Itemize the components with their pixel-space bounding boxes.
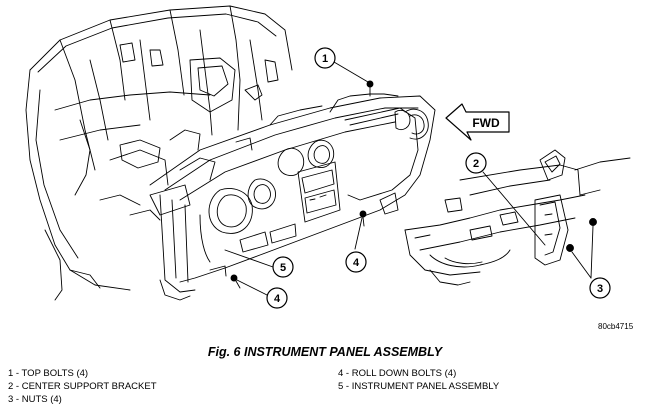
callout-label-3: 3 (597, 283, 603, 295)
callout-label-4b: 4 (274, 293, 281, 305)
legend-item: 4 - ROLL DOWN BOLTS (4) (338, 368, 457, 379)
legend-left-column: 1 - TOP BOLTS (4) 2 - CENTER SUPPORT BRA… (8, 367, 157, 406)
callout-circle-5 (272, 256, 294, 278)
forward-label: FWD (472, 116, 500, 130)
callout-circle-4b (266, 287, 288, 309)
forward-arrow (445, 103, 510, 141)
legend-item: 1 - TOP BOLTS (4) (8, 368, 89, 379)
callout-circle-1 (314, 47, 336, 69)
callout-label-5: 5 (280, 262, 286, 274)
legend-item: 3 - NUTS (4) (8, 394, 62, 405)
instrument-panel (149, 93, 436, 301)
callout-circle-2 (465, 152, 487, 174)
fasteners (230, 80, 597, 282)
figure-reference-code: 80cb4715 (598, 322, 634, 331)
callout-label-1: 1 (322, 53, 328, 65)
callout-circle-4a (345, 251, 367, 273)
center-support-bracket (404, 149, 631, 286)
legend-item: 5 - INSTRUMENT PANEL ASSEMBLY (338, 381, 500, 392)
vehicle-body-outline (25, 5, 293, 301)
leader-lines (224, 61, 594, 297)
legend-right-column: 4 - ROLL DOWN BOLTS (4) 5 - INSTRUMENT P… (338, 367, 499, 393)
callout-label-4a: 4 (353, 257, 360, 269)
callout-circle-3 (589, 277, 611, 299)
callout-circles (266, 47, 611, 309)
figure-title: Fig. 6 INSTRUMENT PANEL ASSEMBLY (207, 345, 443, 359)
legend-item: 2 - CENTER SUPPORT BRACKET (8, 381, 157, 392)
callout-label-2: 2 (473, 158, 479, 170)
fastener-shanks (235, 86, 371, 289)
